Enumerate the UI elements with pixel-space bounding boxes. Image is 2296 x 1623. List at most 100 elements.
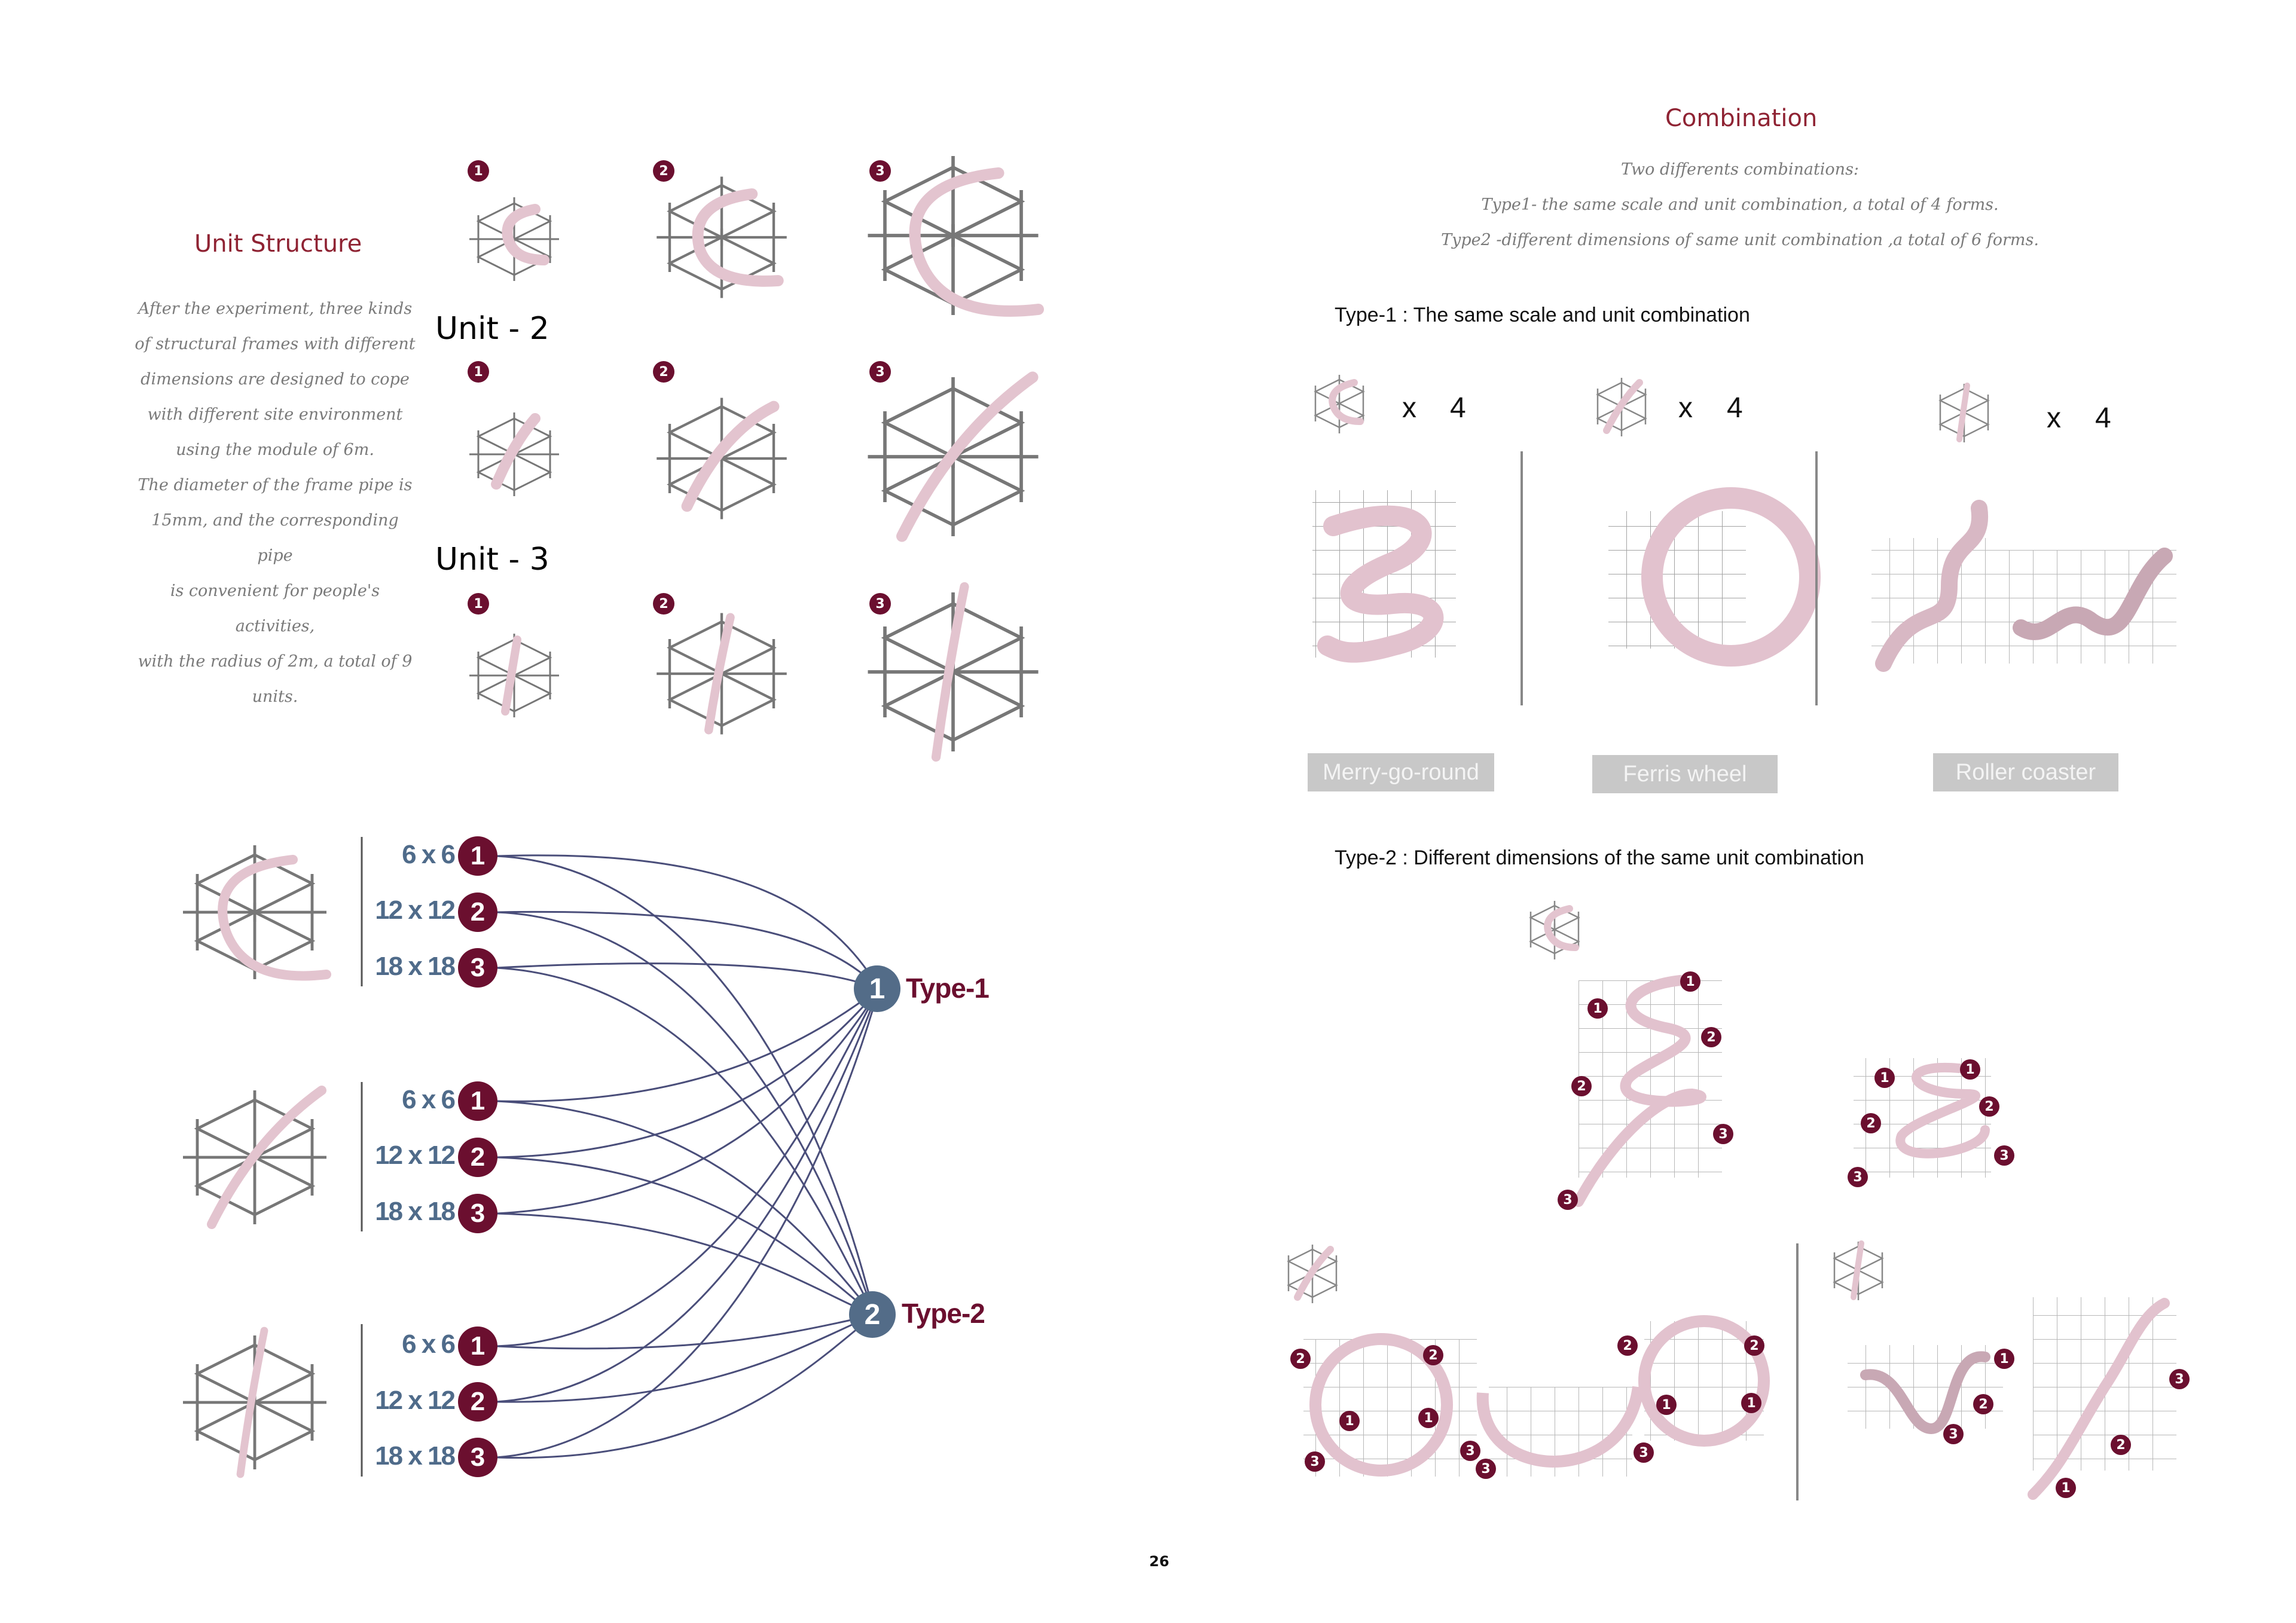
unit-badge-3: 3 xyxy=(869,593,891,615)
desc-line: with different site environment xyxy=(147,405,403,424)
diagram-unit-2-icon xyxy=(183,1085,326,1230)
type2-badge: 2 xyxy=(1617,1335,1638,1356)
type2-badge: 1 xyxy=(1960,1059,1980,1080)
type1-unit-icon-3 xyxy=(1939,383,1989,444)
desc-line: using the module of 6m. xyxy=(176,441,374,459)
unit-structure-title: Unit Structure xyxy=(194,230,362,258)
multiplier-count: 4 xyxy=(1727,392,1743,424)
unit-2-medium xyxy=(657,398,787,519)
diagram-unit-3-icon xyxy=(183,1326,326,1478)
intro-line: Type1- the same scale and unit combinati… xyxy=(1481,195,1999,214)
dim-label-18x18: 18 x 18 xyxy=(375,1441,456,1471)
type2-badge: 1 xyxy=(1741,1393,1761,1413)
type2-unit-icon-1 xyxy=(1529,900,1580,961)
type2-group-d xyxy=(1848,1297,2176,1500)
type2-badge: 1 xyxy=(1418,1408,1439,1428)
dim-badge-2: 2 xyxy=(458,1138,497,1177)
unit-2-small xyxy=(468,411,560,497)
unit-badge-3: 3 xyxy=(869,361,891,383)
dim-label-12x12: 12 x 12 xyxy=(375,1141,456,1170)
unit-1-small xyxy=(468,196,560,282)
type2-badge: 3 xyxy=(1634,1442,1654,1463)
type1-unit-icon-2 xyxy=(1596,377,1647,438)
intro-line: Type2 -different dimensions of same unit… xyxy=(1441,231,2039,249)
unit-2-label: Unit - 2 xyxy=(435,311,549,347)
type2-badge: 2 xyxy=(1744,1335,1764,1356)
desc-line: with the radius of 2m, a total of 9 xyxy=(138,652,413,671)
type-1-badge: 1 xyxy=(854,965,900,1012)
desc-line: 15mm, and the corresponding pipe xyxy=(151,511,399,565)
type2-badge: 1 xyxy=(1339,1411,1360,1431)
type2-badge: 1 xyxy=(1656,1395,1677,1415)
type1-unit-icon-1 xyxy=(1314,374,1364,435)
unit-badge-1: 1 xyxy=(468,593,489,615)
type2-badge: 3 xyxy=(2169,1369,2190,1389)
desc-line: of structural frames with different xyxy=(135,335,416,353)
unit-badge-3: 3 xyxy=(869,160,891,182)
unit-structure-description: After the experiment, three kinds of str… xyxy=(135,291,416,714)
type-1-label: Type-1 xyxy=(906,973,990,1004)
type2-badge: 1 xyxy=(1680,971,1700,992)
dim-label-6x6: 6 x 6 xyxy=(402,1329,456,1359)
name-ferris-wheel: Ferris wheel xyxy=(1592,755,1778,793)
unit-badge-2: 2 xyxy=(653,361,674,383)
multiplier-x: x xyxy=(2047,402,2061,434)
type2-badge: 1 xyxy=(1994,1349,2014,1369)
name-roller-coaster: Roller coaster xyxy=(1933,753,2118,791)
dim-badge-1: 1 xyxy=(458,836,497,876)
multiplier-x: x xyxy=(1402,392,1416,424)
type2-badge: 3 xyxy=(1943,1424,1964,1444)
type2-badge: 2 xyxy=(1861,1113,1881,1133)
type2-unit-icon-3 xyxy=(1833,1240,1883,1301)
dim-badge-1: 1 xyxy=(458,1326,497,1366)
intro-line: Two differents combinations: xyxy=(1620,160,1860,179)
dim-label-12x12: 12 x 12 xyxy=(375,1386,456,1415)
page-number: 26 xyxy=(1149,1553,1170,1570)
type1-heading: Type-1 : The same scale and unit combina… xyxy=(1335,304,1750,326)
dim-label-6x6: 6 x 6 xyxy=(402,840,456,869)
type2-badge: 2 xyxy=(1290,1349,1311,1369)
type2-badge: 2 xyxy=(1571,1076,1592,1096)
type2-badge: 2 xyxy=(1701,1027,1721,1047)
unit-badge-1: 1 xyxy=(468,361,489,383)
multiplier-count: 4 xyxy=(2095,402,2111,434)
type2-unit-icon-2 xyxy=(1287,1243,1338,1304)
dim-label-6x6: 6 x 6 xyxy=(402,1085,456,1114)
type-2-badge: 2 xyxy=(849,1291,896,1338)
type2-group-c xyxy=(1303,1315,1770,1477)
unit-badge-2: 2 xyxy=(653,593,674,615)
dim-badge-2: 2 xyxy=(458,893,497,932)
type2-badge: 3 xyxy=(1994,1145,2014,1166)
type2-badge: 3 xyxy=(1713,1124,1733,1144)
roller-coaster-illustration xyxy=(1871,500,2176,672)
combination-intro: Two differents combinations: Type1- the … xyxy=(1405,152,2075,258)
type2-badge: 2 xyxy=(2111,1435,2131,1455)
unit-badge-2: 2 xyxy=(653,160,674,182)
type2-badge: 3 xyxy=(1558,1190,1578,1210)
name-merry-go-round: Merry-go-round xyxy=(1308,753,1494,791)
type2-badge: 1 xyxy=(1874,1068,1895,1088)
ferris-wheel-illustration xyxy=(1608,487,1821,667)
connection-lines xyxy=(496,854,880,1459)
dim-badge-2: 2 xyxy=(458,1382,497,1422)
type2-badge: 2 xyxy=(1973,1394,1993,1414)
unit-1-large xyxy=(868,156,1045,315)
dim-badge-3: 3 xyxy=(458,1438,497,1477)
desc-line: dimensions are designed to cope xyxy=(141,370,410,389)
merry-go-round-illustration xyxy=(1312,490,1456,663)
type2-badge: 1 xyxy=(2056,1478,2076,1498)
multiplier-count: 4 xyxy=(1450,392,1466,424)
dim-badge-3: 3 xyxy=(458,1194,497,1233)
type2-badge: 3 xyxy=(1460,1441,1480,1461)
desc-line: After the experiment, three kinds xyxy=(138,299,413,318)
desc-line: units. xyxy=(252,687,298,706)
type2-badge: 2 xyxy=(1979,1096,1999,1117)
type-2-label: Type-2 xyxy=(902,1298,985,1329)
type2-badge: 3 xyxy=(1305,1451,1325,1472)
dim-label-12x12: 12 x 12 xyxy=(375,895,456,925)
multiplier-x: x xyxy=(1678,392,1693,424)
diagram-unit-1-icon xyxy=(183,845,332,981)
combination-title: Combination xyxy=(1665,105,1818,132)
